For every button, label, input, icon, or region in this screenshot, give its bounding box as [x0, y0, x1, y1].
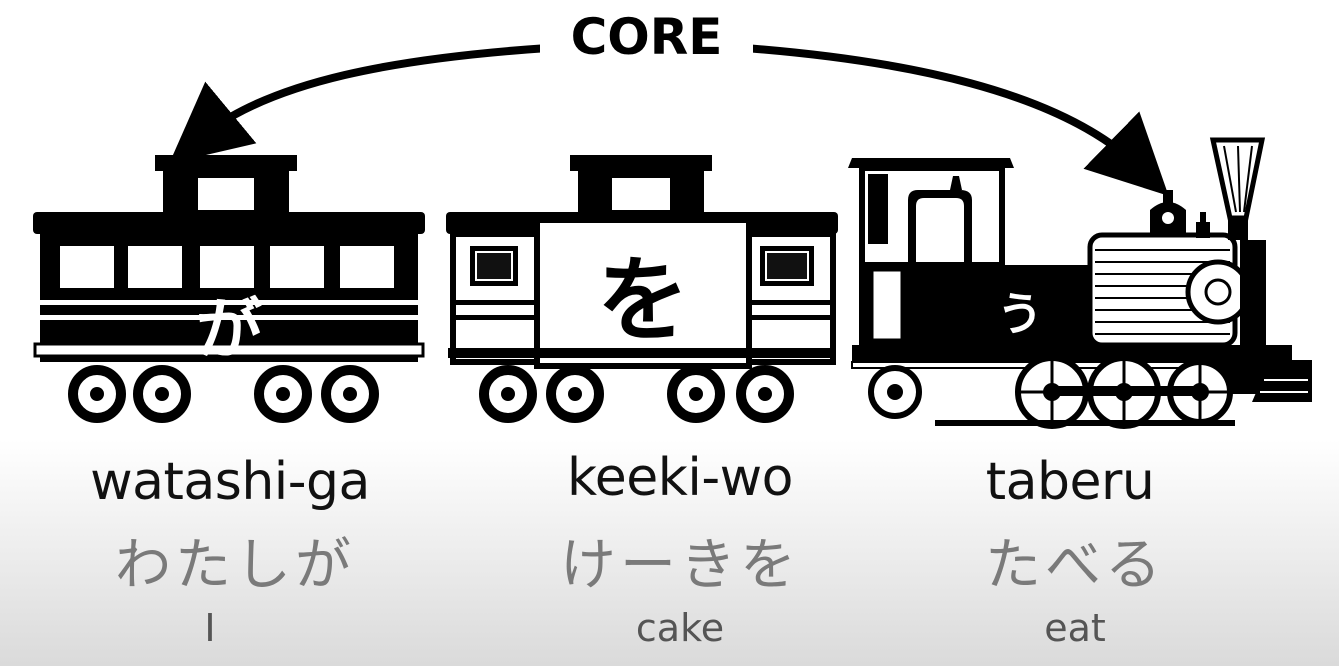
particle-u: う	[997, 287, 1043, 341]
romaji-label-taberu: taberu	[985, 452, 1155, 512]
core-title: CORE	[540, 8, 753, 66]
core-arrow-left	[169, 44, 549, 164]
train-car-ga	[33, 155, 425, 423]
particle-ga: が	[196, 291, 262, 368]
kana-label-watashi-ga: わたしが	[115, 533, 355, 598]
train-car-wo	[446, 155, 838, 423]
english-label-eat: eat	[1044, 606, 1106, 650]
core-arrow-right	[744, 44, 1169, 196]
kana-label-keeki-wo: けーきを	[560, 533, 800, 598]
particle-wo: を	[597, 247, 689, 354]
english-label-cake: cake	[635, 606, 725, 650]
locomotive	[848, 137, 1312, 429]
english-label-i: I	[204, 606, 216, 650]
romaji-label-keeki-wo: keeki-wo	[567, 448, 793, 508]
romaji-label-watashi-ga: watashi-ga	[90, 452, 370, 512]
kana-label-taberu: たべる	[985, 533, 1165, 598]
